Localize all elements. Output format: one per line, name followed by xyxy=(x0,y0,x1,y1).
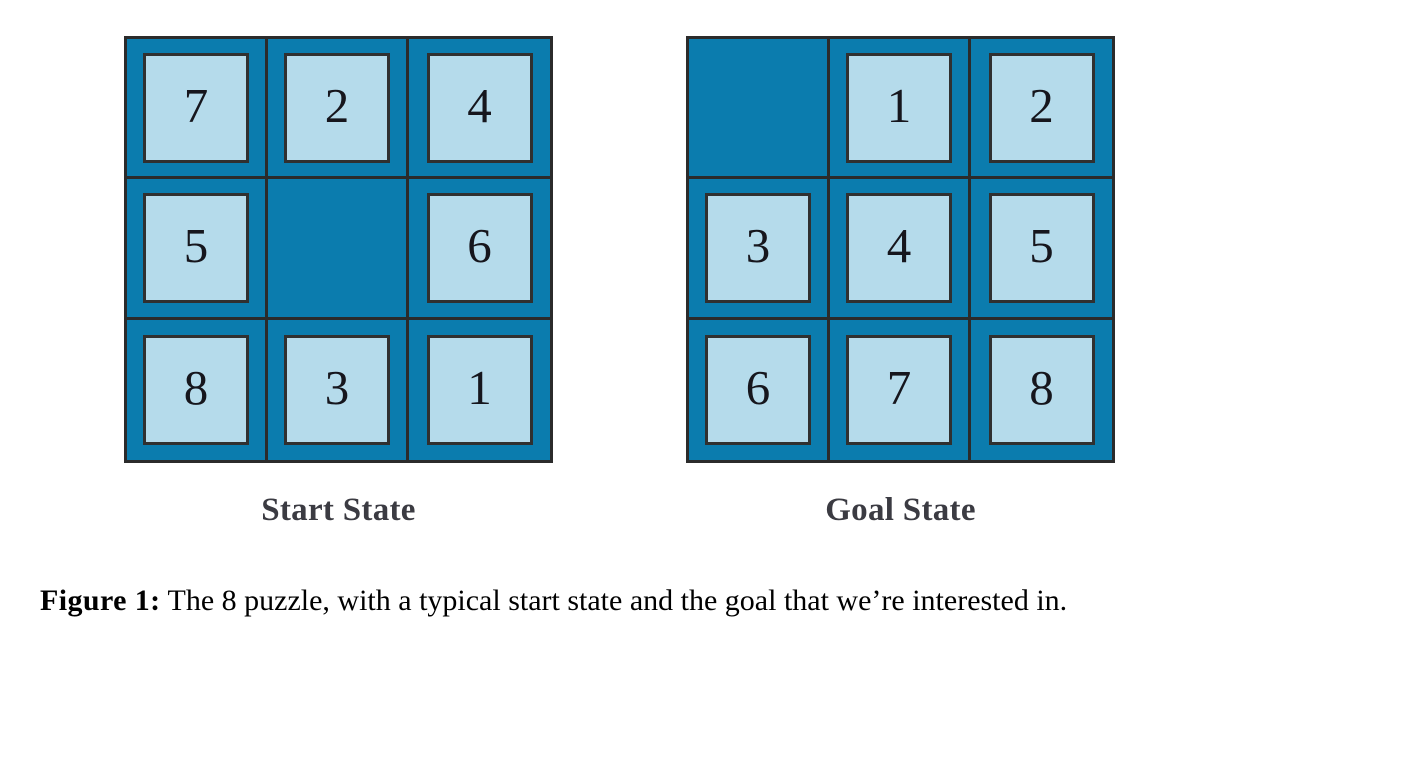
goal-cell-8[interactable]: 7 xyxy=(830,319,971,460)
start-cell-6[interactable]: 6 xyxy=(409,179,550,320)
start-tile-8[interactable]: 3 xyxy=(284,334,390,445)
start-tile-2[interactable]: 2 xyxy=(284,52,390,163)
goal-cell-5[interactable]: 4 xyxy=(830,179,971,320)
start-tile-1[interactable]: 7 xyxy=(143,52,249,163)
goal-tile-4[interactable]: 3 xyxy=(705,192,811,303)
figure-area: 7 2 4 5 6 8 3 1 xyxy=(124,36,1115,528)
goal-state-board: 1 2 3 4 5 6 7 8 xyxy=(686,36,1115,463)
start-tile-9[interactable]: 1 xyxy=(426,334,533,445)
goal-cell-4[interactable]: 3 xyxy=(689,179,830,320)
start-state-board-wrapper: 7 2 4 5 6 8 3 1 xyxy=(124,36,553,463)
start-cell-4[interactable]: 5 xyxy=(127,179,268,320)
start-tile-4[interactable]: 5 xyxy=(143,192,249,303)
start-state-board: 7 2 4 5 6 8 3 1 xyxy=(124,36,553,463)
start-cell-5-blank[interactable] xyxy=(268,179,409,320)
goal-cell-6[interactable]: 5 xyxy=(971,179,1112,320)
start-cell-3[interactable]: 4 xyxy=(409,39,550,180)
goal-cell-1-blank[interactable] xyxy=(689,39,830,180)
goal-tile-5[interactable]: 4 xyxy=(846,192,952,303)
start-cell-7[interactable]: 8 xyxy=(127,319,268,460)
start-tile-3[interactable]: 4 xyxy=(426,52,533,163)
goal-state-board-wrapper: 1 2 3 4 5 6 7 8 xyxy=(686,36,1115,463)
goal-tile-8[interactable]: 7 xyxy=(846,334,952,445)
goal-tile-2[interactable]: 1 xyxy=(846,52,952,163)
figure-caption-lead: Figure 1: xyxy=(40,584,161,617)
start-cell-9[interactable]: 1 xyxy=(409,319,550,460)
goal-tile-3[interactable]: 2 xyxy=(988,52,1095,163)
start-cell-8[interactable]: 3 xyxy=(268,319,409,460)
start-state-label: Start State xyxy=(261,492,416,528)
start-tile-6[interactable]: 6 xyxy=(426,192,533,303)
goal-state-label: Goal State xyxy=(825,492,976,528)
figure-caption-body: The 8 puzzle, with a typical start state… xyxy=(167,584,1068,617)
start-cell-2[interactable]: 2 xyxy=(268,39,409,180)
start-cell-1[interactable]: 7 xyxy=(127,39,268,180)
goal-cell-7[interactable]: 6 xyxy=(689,319,830,460)
goal-tile-6[interactable]: 5 xyxy=(988,192,1095,303)
goal-cell-9[interactable]: 8 xyxy=(971,319,1112,460)
goal-cell-2[interactable]: 1 xyxy=(830,39,971,180)
figure-caption: Figure 1: The 8 puzzle, with a typical s… xyxy=(40,581,1205,621)
start-tile-7[interactable]: 8 xyxy=(143,334,249,445)
goal-tile-9[interactable]: 8 xyxy=(988,334,1095,445)
goal-cell-3[interactable]: 2 xyxy=(971,39,1112,180)
goal-tile-7[interactable]: 6 xyxy=(705,334,811,445)
